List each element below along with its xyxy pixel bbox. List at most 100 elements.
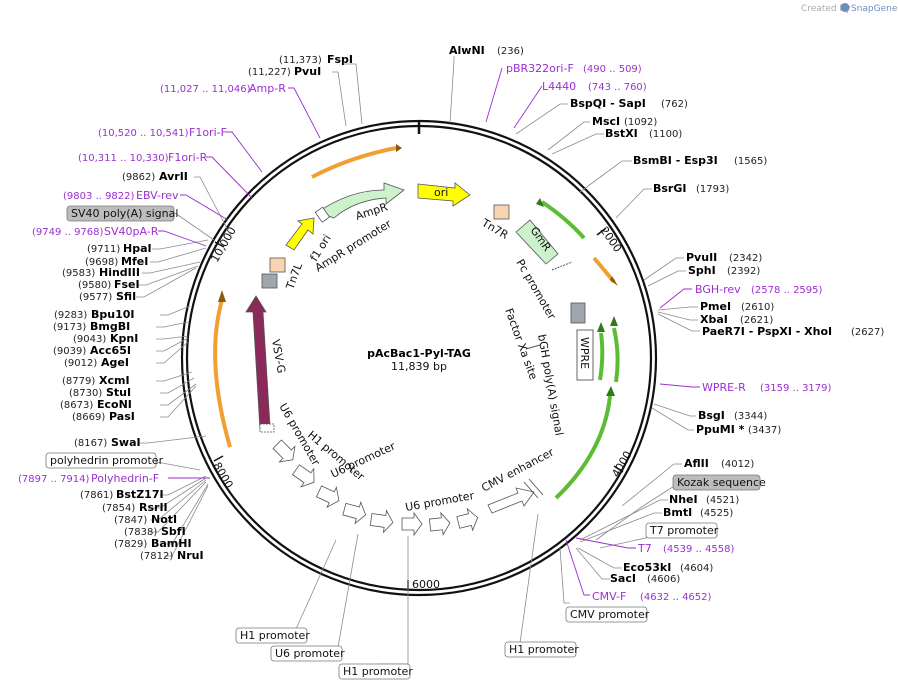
- enzyme-pos-avrii: (9862): [122, 172, 155, 183]
- enzyme-pos-kpni: (9043): [73, 334, 106, 345]
- enzyme-eco53ki: Eco53kI: [623, 561, 671, 574]
- h1-promoter-box-1: [235, 627, 308, 644]
- enzyme-pos-mfei: (9698): [85, 257, 118, 268]
- enzyme-agei: AgeI: [101, 356, 129, 369]
- enzyme-avrii: AvrII: [159, 170, 188, 183]
- orange-arc-left-head: [218, 290, 226, 302]
- wpre-label: WPRE: [578, 337, 591, 369]
- enzyme-bspqi: BspQI - SapI: [570, 97, 646, 110]
- primer-range-t7: (4539 .. 4558): [663, 544, 735, 555]
- enzyme-sfii: SfiI: [116, 290, 136, 303]
- enzyme-nrui: NruI: [177, 549, 204, 562]
- promoter-arrow-5: [369, 509, 394, 534]
- enzyme-pos-acc65i: (9039): [53, 346, 86, 357]
- enzyme-pos-pvuii: (2342): [729, 253, 762, 264]
- snapgene-logo-icon: [840, 3, 850, 12]
- plasmid-size: 11,839 bp: [391, 360, 447, 373]
- enzyme-pos-sbfi: (7838): [124, 527, 157, 538]
- primer-polyhedrin-f: Polyhedrin-F: [91, 472, 159, 485]
- primer-range-amp-r: (11,027 .. 11,046): [160, 84, 251, 95]
- cmv-enhancer-label: CMV enhancer: [479, 445, 556, 494]
- enzyme-mfei: MfeI: [121, 255, 148, 268]
- enzyme-paer7i: PaeR7I - PspXI - XhoI: [702, 325, 832, 338]
- enzyme-fsei: FseI: [114, 278, 140, 291]
- enzyme-alwni: AlwNI: [449, 44, 485, 57]
- enzyme-labels: (11,373) FspI (11,227) PvuI AlwNI (236) …: [53, 44, 884, 585]
- promoter-arrow-4: [342, 500, 367, 525]
- primer-amp-r: Amp-R: [249, 82, 286, 95]
- green-arc-top-right-head: [536, 198, 544, 207]
- primer-range-f1ori-r: (10,311 .. 10,330): [78, 153, 169, 164]
- enzyme-kpni: KpnI: [110, 332, 138, 345]
- enzyme-fspi: FspI: [327, 53, 353, 66]
- h1-promoter-text-3: H1 promoter: [509, 643, 579, 656]
- enzyme-pos-fsei: (9580): [78, 280, 111, 291]
- enzyme-pos-agei: (9012): [64, 358, 97, 369]
- enzyme-bstxi: BstXI: [605, 127, 638, 140]
- enzyme-pos-bpu10i: (9283): [54, 310, 87, 321]
- credit-brand: SnapGene: [851, 4, 898, 14]
- cmv-promoter-box: [565, 606, 648, 623]
- primer-range-polyhedrin-f: (7897 .. 7914): [18, 474, 90, 485]
- enzyme-pos-bmgbi: (9173): [53, 322, 86, 333]
- enzyme-swai: SwaI: [111, 436, 141, 449]
- primer-ebv-rev: EBV-rev: [136, 189, 179, 202]
- enzyme-pos-hindiii: (9583): [62, 268, 95, 279]
- tick-8000: [213, 455, 224, 462]
- enzyme-pasi: PasI: [109, 410, 135, 423]
- pc-promoter-label: Pc promoter: [513, 257, 558, 322]
- enzyme-acc65i: Acc65I: [90, 344, 131, 357]
- enzyme-pos-bsmbi: (1565): [734, 156, 767, 167]
- enzyme-pos-rsrii: (7854): [102, 503, 135, 514]
- green-arc-bottom-right-head: [606, 386, 615, 396]
- tn7r-label: Tn7R: [479, 216, 511, 242]
- promoter-arrow-6: [401, 511, 423, 537]
- enzyme-pos-bmti: (4525): [700, 508, 733, 519]
- enzyme-pmei: PmeI: [700, 300, 731, 313]
- primer-sv40pa-r: SV40pA-R: [104, 225, 159, 238]
- green-arc-right-2: [612, 327, 620, 383]
- pc-promoter-mark: [551, 261, 573, 271]
- h1-promoter-text-1: H1 promoter: [240, 629, 310, 642]
- tick-2000: [596, 227, 607, 236]
- enzyme-pos-fspi: (11,373): [279, 55, 322, 66]
- enzyme-pvui: PvuI: [294, 65, 321, 78]
- primer-range-f1ori-f: (10,520 .. 10,541): [98, 128, 189, 139]
- promoter-arrow-2: [291, 464, 315, 488]
- enzyme-bsrgi: BsrGI: [653, 182, 686, 195]
- tick-label-6000: 6000: [412, 578, 440, 591]
- bgh-polya-label: bGH poly(A) signal: [535, 333, 566, 436]
- sv40-polya-gray-box: [261, 273, 278, 289]
- enzyme-pos-hpai: (9711): [87, 244, 120, 255]
- enzyme-pos-paer7i: (2627): [851, 327, 884, 338]
- polyhedrin-promoter-text: polyhedrin promoter: [50, 454, 164, 467]
- u6-promoter-text: U6 promoter: [275, 647, 345, 660]
- enzyme-saci: SacI: [610, 572, 636, 585]
- vsvg-label: VSV-G: [269, 338, 288, 374]
- enzyme-pvuii: PvuII: [686, 251, 717, 264]
- primer-cmv-f: CMV-F: [592, 590, 626, 603]
- enzyme-pos-saci: (4606): [647, 574, 680, 585]
- enzyme-pos-swai: (8167): [74, 438, 107, 449]
- green-arc-right-1: [598, 332, 605, 381]
- primer-wpre-r: WPRE-R: [702, 381, 746, 394]
- tick-label-10000: 10,000: [208, 225, 239, 265]
- tick-label-2000: 2000: [598, 224, 625, 254]
- primer-range-pbr322ori-f: (490 .. 509): [583, 64, 642, 75]
- primer-range-ebv-rev: (9803 .. 9822): [63, 191, 135, 202]
- orange-arc-top-head: [396, 144, 402, 152]
- enzyme-bamhi: BamHI: [151, 537, 192, 550]
- enzyme-pos-aflii: (4012): [721, 459, 754, 470]
- tn7r-box: [493, 204, 510, 220]
- ori-label: ori: [434, 186, 448, 199]
- enzyme-bmgbi: BmgBI: [90, 320, 130, 333]
- orange-arc-left: [213, 299, 232, 448]
- tick-4000: [613, 465, 624, 473]
- wpre-box: [576, 329, 594, 381]
- enzyme-pos-ppumi: (3437): [748, 425, 781, 436]
- primer-range-bgh-rev: (2578 .. 2595): [751, 285, 823, 296]
- green-arc-right-1-head: [597, 322, 605, 332]
- boxed-labels: SV40 poly(A) signal polyhedrin promoter …: [45, 205, 766, 680]
- enzyme-pos-nrui: (7812): [140, 551, 173, 562]
- enzyme-bstz17i: BstZ17I: [116, 488, 164, 501]
